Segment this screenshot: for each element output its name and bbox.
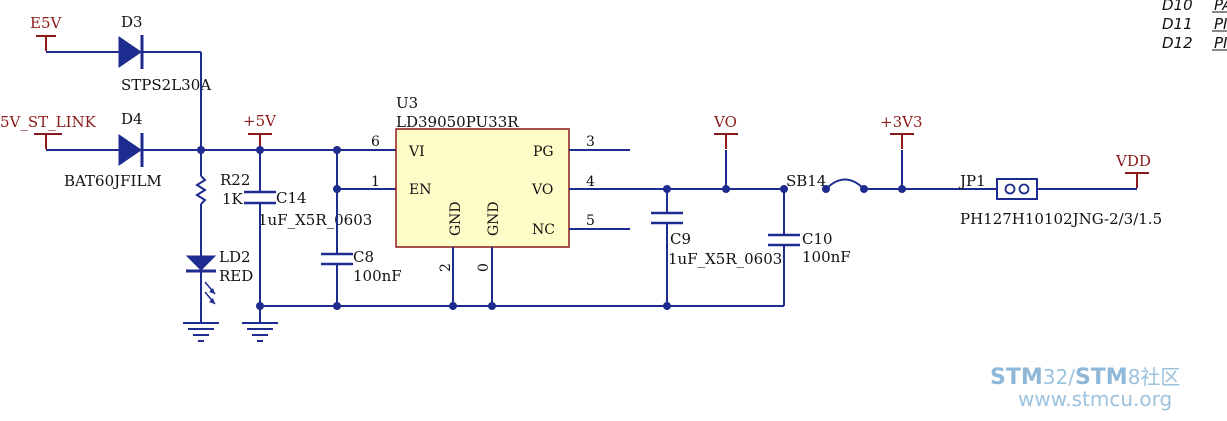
ground-symbol-1 xyxy=(183,322,219,342)
r22-ref: R22 xyxy=(220,171,250,189)
d4-ref: D4 xyxy=(121,110,143,128)
capacitor-c8: C8 100nF xyxy=(321,248,402,285)
e5v-net-port: E5V xyxy=(30,14,62,51)
sb14-ref: SB14 xyxy=(786,172,826,190)
side-label-d12-ref: D12 xyxy=(1162,34,1193,52)
u3-pin-vo-num: 4 xyxy=(586,174,595,190)
vo-net-port: VO xyxy=(713,113,738,149)
c10-value: 100nF xyxy=(802,248,851,266)
c9-value: 1uF_X5R_0603 xyxy=(668,250,782,268)
net-label-p5v: +5V xyxy=(243,112,277,130)
capacitor-c9: C9 1uF_X5R_0603 xyxy=(651,211,782,268)
jumper-jp1: JP1 PH127H10102JNG-2/3/1.5 xyxy=(958,172,1162,228)
side-label-d10-net: PA xyxy=(1214,0,1227,14)
side-label-d10-ref: D10 xyxy=(1162,0,1193,14)
u3-pin-nc-num: 5 xyxy=(586,213,595,229)
jp1-ref: JP1 xyxy=(958,172,986,190)
watermark-brand: STM32/STM8社区 xyxy=(990,365,1180,390)
u3-pin-gnd2-name: GND xyxy=(486,201,502,236)
u3-pin-pg-name: PG xyxy=(533,144,554,160)
r22-value: 1K xyxy=(222,190,244,208)
c8-value: 100nF xyxy=(353,267,402,285)
net-label-vdd: VDD xyxy=(1115,152,1151,170)
u3-pin-vo-name: VO xyxy=(531,182,553,198)
u3-ref: U3 xyxy=(396,94,418,112)
d3-ref: D3 xyxy=(121,13,143,31)
u3-pin-en-name: EN xyxy=(409,182,431,198)
u3-pin-vi-name: VI xyxy=(408,144,425,160)
junction-dots xyxy=(197,146,906,310)
net-label-p3v3: +3V3 xyxy=(880,113,923,131)
diode-d4: D4 BAT60JFILM xyxy=(64,110,162,190)
st-link-net-port: 5V_ST_LINK xyxy=(0,113,97,149)
c9-ref: C9 xyxy=(670,230,691,248)
side-label-d12-net: PI xyxy=(1214,34,1227,52)
c10-ref: C10 xyxy=(802,230,833,248)
p5v-net-port: +5V xyxy=(243,112,277,149)
ld2-value: RED xyxy=(219,267,253,285)
u3-pin-gnd1-name: GND xyxy=(448,201,464,236)
ic-u3: U3 LD39050PU33R VI EN PG VO NC GND GND 6… xyxy=(371,94,595,272)
u3-pin-gnd2-num: 0 xyxy=(476,263,492,272)
led-ld2: LD2 RED xyxy=(185,248,253,305)
watermark-url: www.stmcu.org xyxy=(1018,387,1172,411)
u3-pin-vi-num: 6 xyxy=(371,134,380,150)
side-label-d11-ref: D11 xyxy=(1162,15,1193,33)
net-label-st-link: 5V_ST_LINK xyxy=(0,113,97,131)
c14-value: 1uF_X5R_0603 xyxy=(258,211,372,229)
resistor-r22: R22 1K xyxy=(195,171,250,208)
capacitor-c14: C14 1uF_X5R_0603 xyxy=(244,189,372,229)
u3-pin-pg-num: 3 xyxy=(586,134,595,150)
solder-bridge-sb14: SB14 xyxy=(786,172,865,190)
c8-ref: C8 xyxy=(353,248,374,266)
c14-ref: C14 xyxy=(276,189,307,207)
jp1-value: PH127H10102JNG-2/3/1.5 xyxy=(960,210,1162,228)
u3-value: LD39050PU33R xyxy=(396,113,519,131)
watermark: STM32/STM8社区 www.stmcu.org xyxy=(990,365,1180,411)
ground-symbol-2 xyxy=(242,322,278,342)
d3-value: STPS2L30A xyxy=(121,76,211,94)
side-labels: D10 PA D11 PI D12 PI xyxy=(1162,0,1227,52)
net-label-e5v: E5V xyxy=(30,14,62,32)
side-label-d11-net: PI xyxy=(1214,15,1227,33)
ld2-ref: LD2 xyxy=(219,248,251,266)
u3-pin-nc-name: NC xyxy=(532,222,555,238)
diode-d3: D3 STPS2L30A xyxy=(118,13,211,94)
p3v3-net-port: +3V3 xyxy=(880,113,923,149)
u3-body xyxy=(395,128,570,248)
u3-pin-en-num: 1 xyxy=(371,174,380,190)
net-label-vo: VO xyxy=(713,113,737,131)
vdd-net-port: VDD xyxy=(1115,152,1151,188)
d4-value: BAT60JFILM xyxy=(64,172,162,190)
u3-pin-gnd1-num: 2 xyxy=(438,263,454,272)
